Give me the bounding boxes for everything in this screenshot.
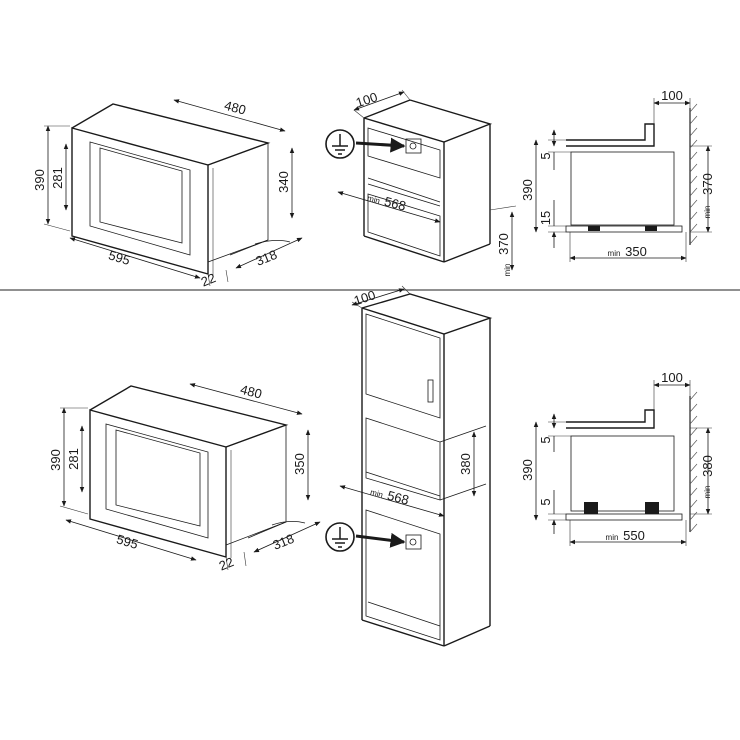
arrow-icon bbox=[355, 532, 406, 548]
top-section-bottom-gap-15: 15 bbox=[538, 211, 553, 225]
top-oven-inner-height-281: 281 bbox=[50, 167, 65, 189]
cabinet-top bbox=[325, 99, 493, 263]
top-section-depth-100: 100 bbox=[661, 88, 683, 103]
ground-symbol-icon bbox=[325, 129, 355, 159]
bottom-oven-width-480: 480 bbox=[239, 382, 264, 402]
bottom-oven-depth-318: 318 bbox=[270, 531, 296, 553]
section-top-dimensions: 100 390 5 15 min 370 min 350 bbox=[520, 88, 715, 262]
bottom-section-height-390: 390 bbox=[520, 459, 535, 481]
bottom-section-min-label: min bbox=[703, 486, 712, 499]
bottom-section-min-label-2: min bbox=[606, 533, 619, 542]
section-bottom bbox=[565, 391, 698, 533]
top-section-height-390: 390 bbox=[520, 179, 535, 201]
top-section-min-height-370: 370 bbox=[700, 173, 715, 195]
socket-icon bbox=[405, 534, 422, 550]
section-top bbox=[565, 103, 698, 245]
top-cabinet-min-height-370: 370 bbox=[496, 233, 511, 255]
bottom-oven-height-390: 390 bbox=[48, 449, 63, 471]
oven-top bbox=[71, 103, 291, 275]
top-section-min-depth-350: 350 bbox=[625, 244, 647, 259]
top-oven-width-480: 480 bbox=[223, 98, 248, 118]
bottom-oven-front-depth-22: 22 bbox=[217, 554, 236, 573]
top-oven-front-depth-22: 22 bbox=[199, 270, 218, 289]
oven-bottom-dimensions: 390 281 480 350 595 318 22 bbox=[48, 382, 321, 573]
top-cabinet-min-label-2: min bbox=[503, 264, 512, 277]
bottom-section-top-gap-5: 5 bbox=[538, 436, 553, 443]
bottom-section-min-height-380: 380 bbox=[700, 455, 715, 477]
bottom-cabinet-depth-100: 100 bbox=[352, 287, 377, 308]
bottom-oven-side-height-350: 350 bbox=[292, 453, 307, 475]
top-cabinet-min-width-568: 568 bbox=[383, 194, 408, 214]
top-oven-height-390: 390 bbox=[32, 169, 47, 191]
bottom-oven-front-width-595: 595 bbox=[115, 531, 140, 552]
bottom-section-depth-100: 100 bbox=[661, 370, 683, 385]
top-section-top-gap-5: 5 bbox=[538, 152, 553, 159]
top-oven-front-width-595: 595 bbox=[107, 247, 132, 268]
top-section-min-label-2: min bbox=[608, 249, 621, 258]
socket-icon bbox=[405, 138, 422, 154]
bottom-section-min-depth-550: 550 bbox=[623, 528, 645, 543]
top-cabinet-depth-100: 100 bbox=[354, 89, 379, 110]
bottom-cabinet-min-height-380: 380 bbox=[458, 453, 473, 475]
top-section-min-label: min bbox=[703, 206, 712, 219]
top-oven-side-height-340: 340 bbox=[276, 171, 291, 193]
bottom-cabinet-min-label: min bbox=[369, 488, 384, 500]
bottom-cabinet-min-width-568: 568 bbox=[386, 488, 411, 508]
arrow-icon bbox=[355, 137, 406, 153]
bottom-section-bottom-gap-5: 5 bbox=[538, 498, 553, 505]
cabinet-bottom-dimensions: 100 min 568 380 bbox=[339, 285, 477, 517]
cabinet-top-dimensions: 100 min 568 min 370 bbox=[337, 89, 517, 277]
top-cabinet-min-label: min bbox=[366, 194, 381, 206]
bottom-oven-inner-height-281: 281 bbox=[66, 448, 81, 470]
section-bottom-dimensions: 100 390 5 5 min 380 min 550 bbox=[520, 370, 715, 546]
ground-symbol-icon bbox=[325, 522, 355, 552]
